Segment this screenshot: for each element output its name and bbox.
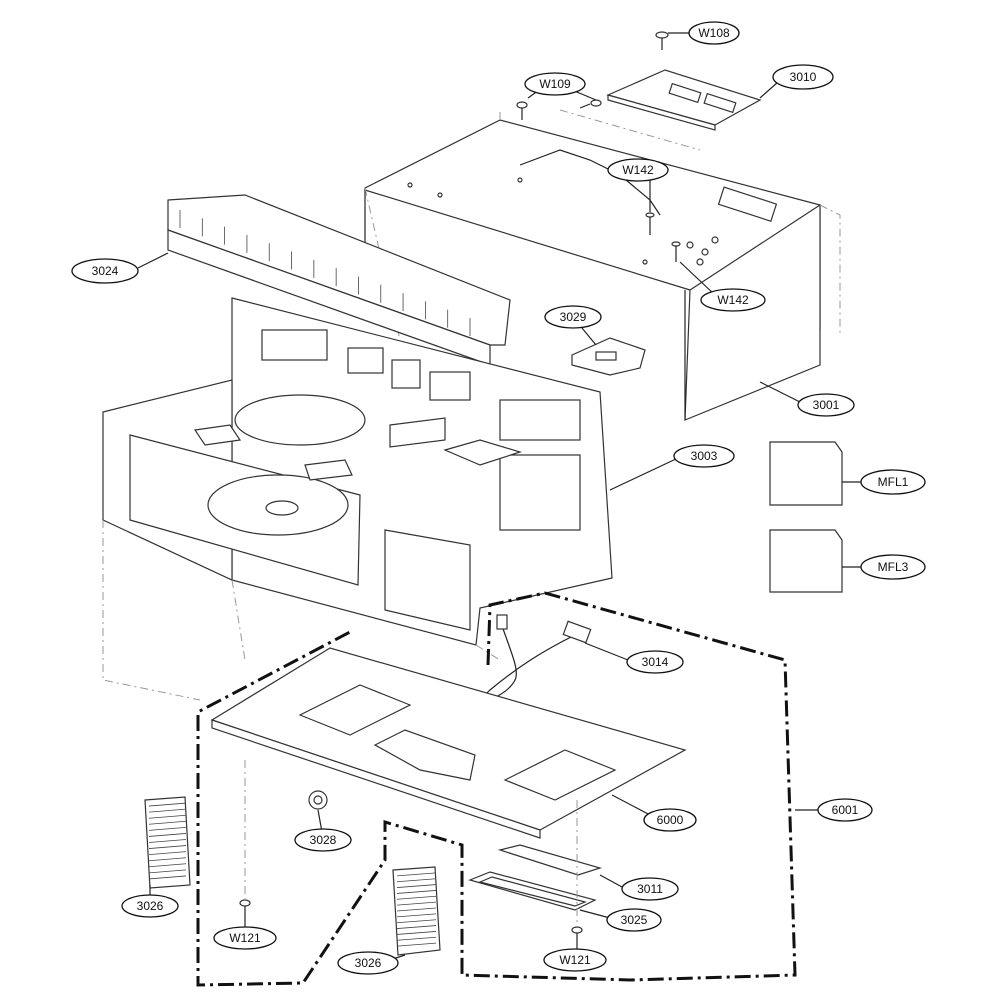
lamp-cover-3011 — [497, 844, 603, 876]
svg-text:3028: 3028 — [310, 833, 337, 847]
svg-text:3026: 3026 — [137, 899, 164, 913]
callout-w142-side: W142 — [700, 288, 766, 312]
svg-text:W142: W142 — [717, 293, 749, 307]
svg-text:W108: W108 — [698, 26, 730, 40]
svg-text:3003: 3003 — [691, 449, 718, 463]
svg-text:3010: 3010 — [790, 70, 817, 84]
svg-text:3001: 3001 — [813, 398, 840, 412]
grease-filter-3026-left — [144, 796, 191, 889]
screw-w109-a — [516, 101, 528, 120]
callout-3011: 3011 — [621, 877, 679, 901]
callout-6001: 6001 — [817, 798, 873, 822]
callout-w109: W109 — [524, 72, 586, 96]
screw-w121-right — [571, 926, 583, 945]
svg-text:MFL1: MFL1 — [878, 475, 909, 489]
svg-text:W121: W121 — [229, 931, 261, 945]
manual-booklet-mfl3 — [769, 529, 843, 593]
oven-cavity-3003 — [102, 297, 613, 646]
manual-booklet-mfl1 — [769, 441, 843, 506]
svg-text:3014: 3014 — [642, 655, 669, 669]
svg-text:3011: 3011 — [637, 882, 663, 896]
svg-text:3024: 3024 — [92, 264, 119, 278]
svg-text:6000: 6000 — [657, 813, 684, 827]
svg-text:W142: W142 — [622, 163, 654, 177]
callout-mfl3: MFL3 — [860, 554, 926, 580]
callout-6000: 6000 — [643, 808, 697, 832]
outer-case-3001 — [364, 119, 821, 421]
screw-w109-b — [579, 99, 602, 109]
callout-3028: 3028 — [294, 828, 352, 852]
screw-w142-b — [671, 241, 681, 262]
callout-3029: 3029 — [544, 305, 602, 329]
svg-text:3025: 3025 — [621, 913, 648, 927]
lamp-socket-3028 — [308, 790, 328, 810]
grease-filter-3026-bottom — [392, 866, 441, 956]
svg-text:W109: W109 — [539, 77, 571, 91]
callout-3025: 3025 — [606, 908, 662, 932]
callout-3010: 3010 — [772, 64, 834, 90]
assembly-6001-boundary — [196, 591, 797, 987]
callout-3026-bottom: 3026 — [337, 951, 399, 975]
callout-mfl1: MFL1 — [860, 469, 926, 495]
callout-3003: 3003 — [673, 444, 735, 468]
callout-3026-left: 3026 — [121, 894, 179, 918]
svg-text:6001: 6001 — [832, 803, 859, 817]
lamp-frame-3025 — [468, 871, 597, 911]
screw-w121-left — [239, 899, 251, 918]
screw-w142-a — [645, 212, 655, 235]
top-bracket-3010 — [606, 69, 762, 131]
base-plate-6000 — [210, 647, 687, 839]
callout-3024: 3024 — [71, 258, 139, 284]
callout-w121-right: W121 — [543, 948, 607, 972]
callout-w121-left: W121 — [213, 926, 277, 950]
svg-text:MFL3: MFL3 — [878, 560, 909, 574]
svg-text:3026: 3026 — [355, 956, 382, 970]
vent-grille-3024 — [167, 194, 511, 366]
callout-w142-top: W142 — [607, 158, 669, 182]
svg-text:W121: W121 — [559, 953, 591, 967]
svg-text:3029: 3029 — [560, 310, 587, 324]
bracket-3029 — [571, 337, 646, 376]
callout-3014: 3014 — [626, 650, 684, 674]
screw-w108 — [655, 31, 669, 50]
callout-w108: W108 — [688, 21, 740, 45]
callout-3001: 3001 — [797, 393, 855, 417]
